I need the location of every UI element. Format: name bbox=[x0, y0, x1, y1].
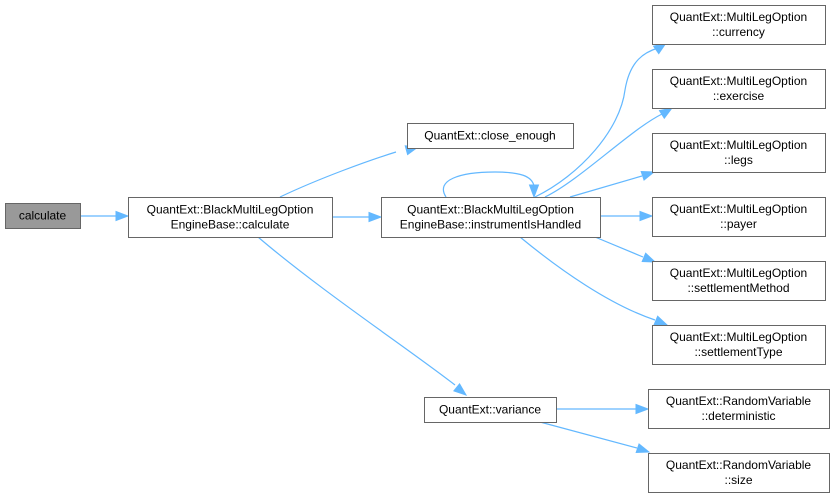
edge-line bbox=[519, 236, 656, 321]
node-label-line: ::legs bbox=[724, 153, 753, 167]
node-label-line: QuantExt::MultiLegOption bbox=[670, 10, 807, 24]
edge-instrument-is-handled-to-settlement-method bbox=[594, 236, 657, 263]
edge-line bbox=[569, 175, 643, 198]
edge-line bbox=[257, 236, 456, 386]
node-label-line: QuantExt::MultiLegOption bbox=[670, 202, 807, 216]
node-label-line: calculate bbox=[19, 209, 67, 223]
node-label-line: QuantExt::MultiLegOption bbox=[670, 266, 807, 280]
node-label-line: ::deterministic bbox=[701, 409, 775, 423]
node-box[interactable] bbox=[648, 453, 830, 493]
node-instrument-is-handled[interactable]: QuantExt::BlackMultiLegOptionEngineBase:… bbox=[381, 197, 601, 238]
node-currency[interactable]: QuantExt::MultiLegOption::currency bbox=[652, 5, 826, 45]
node-box[interactable] bbox=[652, 5, 826, 45]
edge-line bbox=[594, 236, 644, 258]
node-legs[interactable]: QuantExt::MultiLegOption::legs bbox=[652, 133, 826, 173]
node-label-line: QuantExt::BlackMultiLegOption bbox=[147, 203, 314, 217]
edge-line bbox=[442, 171, 535, 198]
node-label-line: EngineBase::calculate bbox=[171, 218, 290, 232]
node-label-line: ::settlementMethod bbox=[687, 281, 789, 295]
edge-instrument-is-handled-to-settlement-type bbox=[519, 236, 669, 326]
node-label-line: ::payer bbox=[720, 217, 757, 231]
node-engine-calculate[interactable]: QuantExt::BlackMultiLegOptionEngineBase:… bbox=[128, 197, 333, 238]
edge-line bbox=[544, 113, 663, 198]
arrowhead-icon bbox=[115, 210, 130, 222]
node-label-line: QuantExt::MultiLegOption bbox=[670, 330, 807, 344]
node-box[interactable] bbox=[381, 197, 601, 238]
node-label-line: ::settlementType bbox=[694, 345, 782, 359]
edge-engine-calculate-to-close-enough bbox=[279, 145, 420, 198]
edge-calculate-to-engine-calculate bbox=[80, 210, 130, 222]
arrowhead-icon bbox=[453, 383, 468, 396]
node-label-line: ::currency bbox=[712, 25, 765, 39]
arrowhead-icon bbox=[635, 443, 651, 454]
edge-instrument-is-handled-to-instrument-is-handled bbox=[442, 171, 540, 199]
node-size[interactable]: QuantExt::RandomVariable::size bbox=[648, 453, 830, 493]
node-deterministic[interactable]: QuantExt::RandomVariable::deterministic bbox=[648, 389, 830, 429]
arrowhead-icon bbox=[639, 210, 654, 222]
arrowhead-icon bbox=[640, 170, 656, 181]
arrowhead-icon bbox=[528, 184, 540, 199]
node-label-line: QuantExt::variance bbox=[439, 403, 541, 417]
node-box[interactable] bbox=[407, 123, 574, 149]
edge-engine-calculate-to-variance bbox=[257, 236, 468, 396]
arrowhead-icon bbox=[641, 252, 657, 263]
node-close-enough[interactable]: QuantExt::close_enough bbox=[407, 123, 574, 149]
node-box[interactable] bbox=[424, 397, 557, 423]
edge-variance-to-size bbox=[539, 421, 651, 454]
edge-line bbox=[534, 47, 659, 198]
arrowhead-icon bbox=[653, 315, 669, 326]
arrowhead-icon bbox=[368, 211, 383, 223]
edge-variance-to-deterministic bbox=[556, 403, 650, 415]
node-box[interactable] bbox=[652, 325, 826, 365]
edge-instrument-is-handled-to-exercise bbox=[544, 107, 674, 198]
arrowhead-icon bbox=[658, 107, 674, 120]
node-label-line: QuantExt::MultiLegOption bbox=[670, 74, 807, 88]
node-settlement-method[interactable]: QuantExt::MultiLegOption::settlementMeth… bbox=[652, 261, 826, 301]
node-settlement-type[interactable]: QuantExt::MultiLegOption::settlementType bbox=[652, 325, 826, 365]
edges-layer bbox=[80, 42, 674, 454]
node-label-line: QuantExt::RandomVariable bbox=[666, 394, 812, 408]
node-variance[interactable]: QuantExt::variance bbox=[424, 397, 557, 423]
node-box[interactable] bbox=[5, 203, 81, 229]
node-label-line: EngineBase::instrumentIsHandled bbox=[400, 218, 581, 232]
edge-engine-calculate-to-instrument-is-handled bbox=[332, 211, 383, 223]
node-label-line: QuantExt::RandomVariable bbox=[666, 458, 812, 472]
edge-instrument-is-handled-to-payer bbox=[600, 210, 654, 222]
node-payer[interactable]: QuantExt::MultiLegOption::payer bbox=[652, 197, 826, 237]
node-box[interactable] bbox=[652, 261, 826, 301]
node-box[interactable] bbox=[128, 197, 333, 238]
node-box[interactable] bbox=[652, 133, 826, 173]
arrowhead-icon bbox=[635, 403, 650, 415]
node-exercise[interactable]: QuantExt::MultiLegOption::exercise bbox=[652, 69, 826, 109]
node-box[interactable] bbox=[652, 197, 826, 237]
node-label-line: QuantExt::close_enough bbox=[424, 129, 555, 143]
node-label-line: ::exercise bbox=[713, 89, 765, 103]
node-label-line: QuantExt::BlackMultiLegOption bbox=[407, 203, 574, 217]
edge-line bbox=[539, 421, 638, 449]
edge-instrument-is-handled-to-legs bbox=[569, 170, 656, 198]
node-box[interactable] bbox=[648, 389, 830, 429]
node-label-line: ::size bbox=[724, 473, 752, 487]
node-label-line: QuantExt::MultiLegOption bbox=[670, 138, 807, 152]
edge-line bbox=[279, 151, 397, 198]
node-calculate[interactable]: calculate bbox=[5, 203, 81, 229]
node-box[interactable] bbox=[652, 69, 826, 109]
